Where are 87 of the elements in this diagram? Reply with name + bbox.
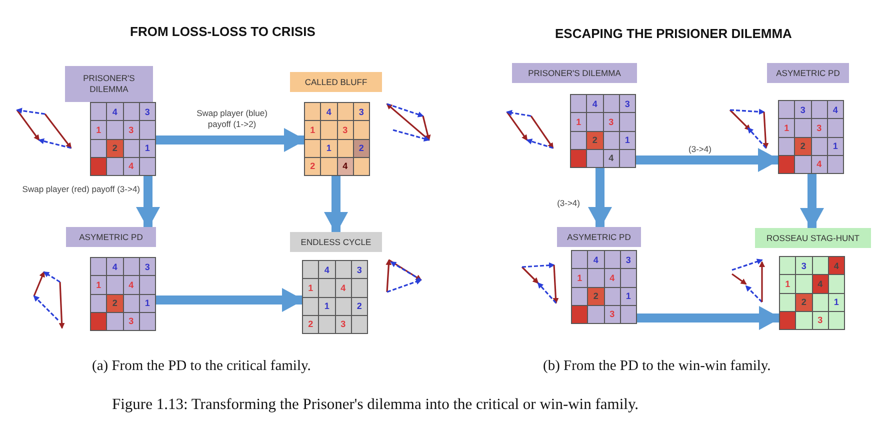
panel-title: FROM LOSS-LOSS TO CRISIS [130, 24, 316, 39]
payoff-cell: 3 [796, 257, 812, 274]
payoff-cell: 1 [828, 138, 843, 155]
arrow [136, 176, 160, 229]
payoff-cell: 3 [336, 316, 351, 333]
payoff-matrix [779, 256, 845, 330]
payoff-cell: 4 [828, 257, 844, 274]
arrow [800, 174, 824, 230]
arrow [588, 168, 612, 229]
arrow [156, 288, 304, 312]
subfigure-caption: (a) From the PD to the critical family. [92, 358, 311, 375]
payoff-cell: 2 [107, 294, 122, 312]
payoff-matrix [302, 260, 368, 334]
payoff-matrix [570, 94, 636, 168]
arrow [156, 128, 306, 152]
payoff-cell: 4 [588, 251, 604, 268]
payoff-cell: 3 [140, 258, 155, 276]
payoff-cell: 3 [124, 312, 139, 330]
payoff-cell: 4 [107, 103, 122, 120]
payoff-cell: 4 [812, 275, 828, 292]
game-heading: PRISONER'S DILEMMA [512, 63, 637, 83]
payoff-cell: 1 [319, 298, 334, 315]
payoff-cell: 2 [587, 132, 602, 149]
payoff-cell: 1 [303, 279, 318, 296]
payoff-cell: 1 [91, 121, 106, 138]
subfigure-caption: (b) From the PD to the win-win family. [543, 358, 771, 375]
payoff-cell: 3 [354, 103, 369, 120]
payoff-cell: 4 [828, 101, 843, 118]
payoff-cell: 2 [352, 298, 367, 315]
payoff-cell: 3 [812, 119, 827, 136]
payoff-cell: 2 [796, 294, 812, 311]
payoff-cell: 4 [338, 158, 353, 175]
payoff-cell: 2 [305, 158, 320, 175]
payoff-cell: 1 [779, 119, 794, 136]
payoff-cell: 2 [588, 288, 604, 305]
payoff-cell: 4 [124, 158, 139, 175]
payoff-cell: 3 [604, 306, 620, 323]
payoff-cell: 4 [812, 156, 827, 173]
payoff-cell: 1 [828, 294, 844, 311]
payoff-cell: 1 [620, 132, 635, 149]
payoff-cell: 1 [572, 269, 588, 286]
payoff-cell: 3 [338, 121, 353, 138]
payoff-matrix [90, 257, 156, 331]
game-heading: ASYMETRIC PD [767, 63, 849, 83]
payoff-cell: 3 [604, 113, 619, 130]
payoff-cell: 1 [305, 121, 320, 138]
payoff-matrix [304, 102, 370, 176]
payoff-cell: 3 [140, 103, 155, 120]
payoff-cell: 1 [620, 288, 636, 305]
payoff-cell: 1 [780, 275, 796, 292]
payoff-cell: 3 [352, 261, 367, 278]
payoff-cell: 1 [140, 140, 155, 157]
payoff-cell: 4 [124, 276, 139, 294]
payoff-matrix [90, 102, 156, 176]
payoff-cell: 4 [587, 95, 602, 112]
arrow [324, 176, 348, 234]
arrow [636, 148, 780, 172]
payoff-cell: 3 [620, 95, 635, 112]
payoff-cell: 2 [303, 316, 318, 333]
game-heading: PRISONER'S DILEMMA [65, 66, 153, 102]
payoff-cell: 1 [140, 294, 155, 312]
payoff-matrix [778, 100, 844, 174]
payoff-cell: 2 [107, 140, 122, 157]
game-heading: ASYMETRIC PD [66, 227, 156, 247]
payoff-cell: 3 [620, 251, 636, 268]
payoff-matrix [571, 250, 637, 324]
payoff-cell: 1 [91, 276, 106, 294]
payoff-cell: 2 [795, 138, 810, 155]
game-heading: CALLED BLUFF [290, 72, 382, 92]
payoff-cell: 4 [319, 261, 334, 278]
game-heading: ROSSEAU STAG-HUNT [755, 228, 871, 248]
figure-caption: Figure 1.13: Transforming the Prisoner's dilemma into the critical or win-win family. [112, 396, 639, 414]
game-heading: ENDLESS CYCLE [290, 232, 382, 252]
payoff-cell: 4 [321, 103, 336, 120]
payoff-cell: 3 [812, 312, 828, 329]
payoff-cell: 4 [604, 269, 620, 286]
payoff-cell: 1 [321, 140, 336, 157]
payoff-cell: 1 [571, 113, 586, 130]
payoff-cell: 4 [107, 258, 122, 276]
payoff-cell: 3 [795, 101, 810, 118]
arrow [637, 306, 781, 330]
panel-title: ESCAPING THE PRISIONER DILEMMA [555, 26, 792, 41]
payoff-cell: 4 [604, 150, 619, 167]
payoff-cell: 4 [336, 279, 351, 296]
payoff-cell: 2 [354, 140, 369, 157]
game-heading: ASYMETRIC PD [557, 227, 641, 247]
payoff-cell: 3 [124, 121, 139, 138]
